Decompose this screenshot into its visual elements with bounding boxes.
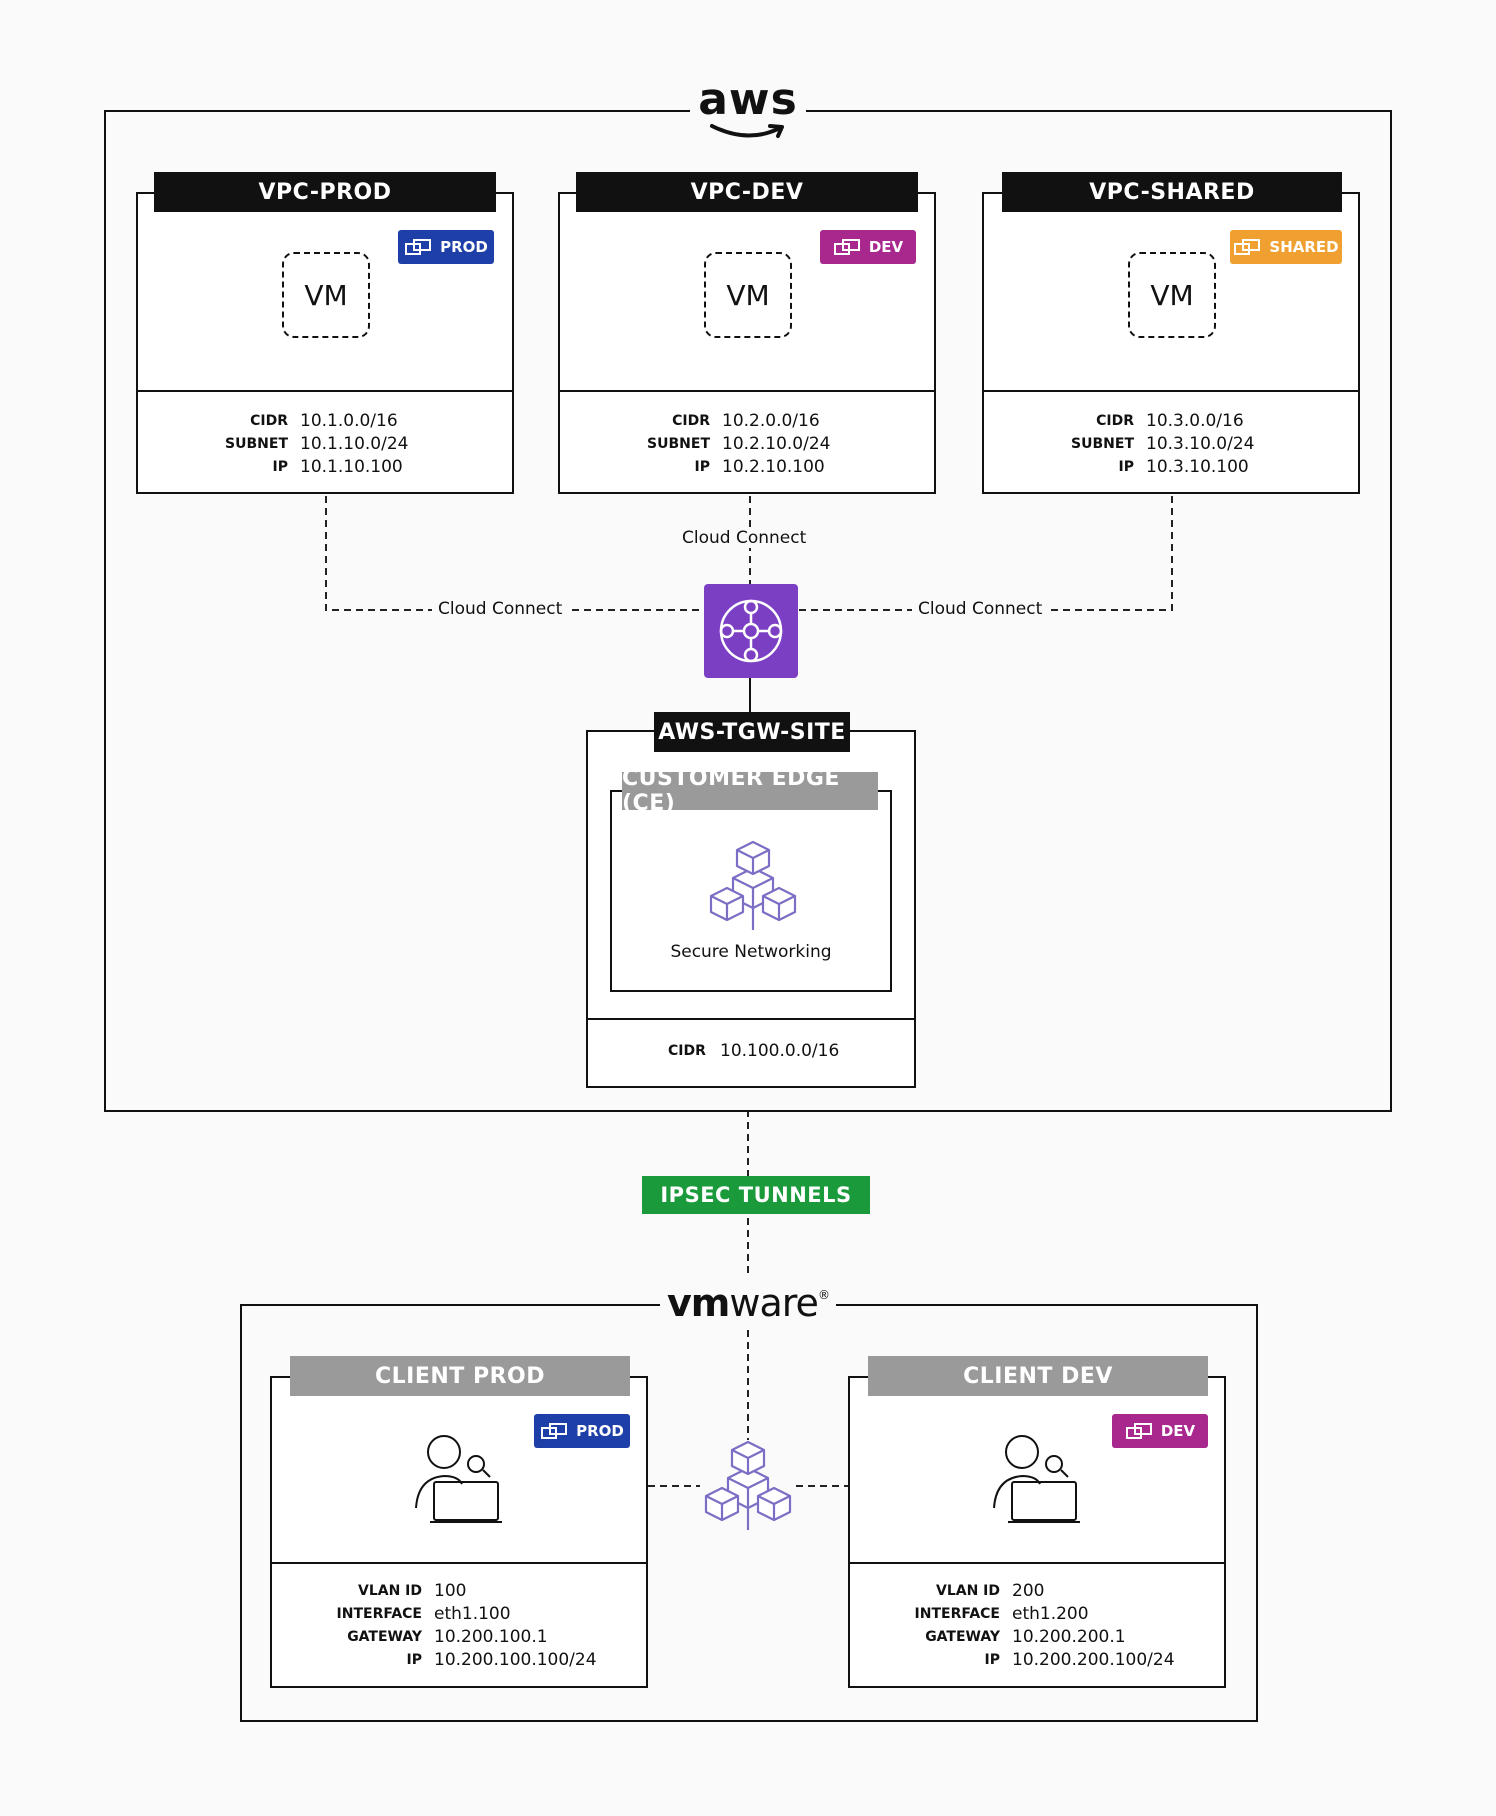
vpc-prod-title: VPC-PROD bbox=[154, 172, 496, 212]
cidr-key: CIDR bbox=[672, 413, 710, 429]
cubes-icon bbox=[704, 1440, 792, 1530]
vpc-dev-info: CIDR 10.2.0.0/16 SUBNET 10.2.10.0/24 IP 10.… bbox=[610, 410, 830, 479]
cidr-value: 10.100.0.0/16 bbox=[720, 1041, 840, 1061]
router-hub-icon bbox=[719, 599, 783, 663]
ip-value: 10.2.10.100 bbox=[722, 457, 825, 477]
tag-label: PROD bbox=[576, 1422, 624, 1440]
ip-key: IP bbox=[694, 459, 710, 475]
aws-logo-text: aws bbox=[698, 74, 798, 125]
client-dev-info: VLAN ID 200 INTERFACE eth1.200 GATEWAY 10.2… bbox=[886, 1580, 1175, 1672]
cidr-key: CIDR bbox=[1096, 413, 1134, 429]
vlan-id-key: VLAN ID bbox=[935, 1583, 1000, 1599]
shared-tag: SHARED bbox=[1230, 230, 1342, 264]
client-prod-info: VLAN ID 100 INTERFACE eth1.100 GATEWAY 10.2… bbox=[308, 1580, 597, 1672]
gateway-value: 10.200.100.1 bbox=[434, 1627, 548, 1647]
user-laptop-svg bbox=[415, 1435, 502, 1523]
secure-networking-caption: Secure Networking bbox=[670, 942, 832, 962]
ip-value: 10.200.100.100/24 bbox=[434, 1650, 597, 1670]
gateway-value: 10.200.200.1 bbox=[1012, 1627, 1126, 1647]
tag-label: DEV bbox=[1160, 1422, 1196, 1440]
vmware-logo-vm: vm bbox=[667, 1281, 730, 1325]
vpc-prod-info: CIDR 10.1.0.0/16 SUBNET 10.1.10.0/24 IP 10.… bbox=[188, 410, 408, 479]
tag-label: PROD bbox=[440, 238, 488, 256]
interface-value: eth1.200 bbox=[1012, 1604, 1089, 1624]
tag-label: SHARED bbox=[1269, 238, 1339, 256]
vmware-logo-ware: ware bbox=[729, 1281, 819, 1325]
user-laptop-icon bbox=[412, 1430, 508, 1530]
cloud-connect-right-label: Cloud Connect bbox=[912, 599, 1049, 619]
vmware-logo-mark: ® bbox=[817, 1288, 830, 1302]
cidr-value: 10.3.0.0/16 bbox=[1146, 411, 1244, 431]
ipsec-tunnels-label: IPSEC TUNNELS bbox=[642, 1176, 870, 1214]
transit-gateway-icon bbox=[704, 584, 798, 678]
gateway-key: GATEWAY bbox=[925, 1629, 1000, 1645]
user-laptop-icon bbox=[990, 1430, 1086, 1530]
vpc-dev-title: VPC-DEV bbox=[576, 172, 918, 212]
network-tag-icon bbox=[405, 239, 432, 255]
customer-edge-box: Secure Networking bbox=[610, 790, 892, 992]
gateway-key: GATEWAY bbox=[347, 1629, 422, 1645]
vm-icon: VM bbox=[282, 252, 370, 338]
vmware-network-icon bbox=[700, 1440, 796, 1540]
vpc-shared-info: CIDR 10.3.0.0/16 SUBNET 10.3.10.0/24 IP 10.… bbox=[1034, 410, 1254, 479]
aws-logo: aws bbox=[690, 78, 806, 148]
prod-tag: PROD bbox=[534, 1414, 630, 1448]
ip-key: IP bbox=[272, 459, 288, 475]
cloud-connect-center-label: Cloud Connect bbox=[676, 528, 813, 548]
aws-tgw-site-title: AWS-TGW-SITE bbox=[654, 712, 850, 752]
network-tag-icon bbox=[1125, 1423, 1152, 1439]
subnet-key: SUBNET bbox=[225, 436, 288, 452]
site-info: CIDR 10.100.0.0/16 bbox=[668, 1040, 839, 1063]
interface-value: eth1.100 bbox=[434, 1604, 511, 1624]
cidr-value: 10.1.0.0/16 bbox=[300, 411, 398, 431]
ip-key: IP bbox=[406, 1652, 422, 1668]
ip-value: 10.200.200.100/24 bbox=[1012, 1650, 1175, 1670]
vm-icon: VM bbox=[1128, 252, 1216, 338]
cloud-connect-left-label: Cloud Connect bbox=[432, 599, 569, 619]
client-dev-title: CLIENT DEV bbox=[868, 1356, 1208, 1396]
ip-key: IP bbox=[984, 1652, 1000, 1668]
ip-value: 10.3.10.100 bbox=[1146, 457, 1249, 477]
interface-key: INTERFACE bbox=[914, 1606, 1000, 1622]
interface-key: INTERFACE bbox=[336, 1606, 422, 1622]
vm-label: VM bbox=[1150, 278, 1194, 312]
vlan-id-key: VLAN ID bbox=[357, 1583, 422, 1599]
network-tag-icon bbox=[1234, 239, 1261, 255]
vpc-shared-title: VPC-SHARED bbox=[1002, 172, 1342, 212]
cidr-value: 10.2.0.0/16 bbox=[722, 411, 820, 431]
user-laptop-svg bbox=[993, 1435, 1080, 1523]
subnet-key: SUBNET bbox=[1071, 436, 1134, 452]
ip-key: IP bbox=[1118, 459, 1134, 475]
cubes-icon bbox=[709, 840, 797, 930]
network-tag-icon bbox=[541, 1423, 568, 1439]
subnet-key: SUBNET bbox=[647, 436, 710, 452]
customer-edge-title: CUSTOMER EDGE (CE) bbox=[622, 766, 878, 816]
dev-tag: DEV bbox=[1112, 1414, 1208, 1448]
prod-tag: PROD bbox=[398, 230, 494, 264]
vm-icon: VM bbox=[704, 252, 792, 338]
subnet-value: 10.2.10.0/24 bbox=[722, 434, 831, 454]
prod-connector bbox=[325, 496, 704, 611]
network-tag-icon bbox=[833, 239, 860, 255]
cidr-key: CIDR bbox=[668, 1043, 706, 1059]
vm-label: VM bbox=[726, 278, 770, 312]
secure-networking-icon bbox=[705, 840, 801, 940]
aws-smile-icon bbox=[710, 124, 784, 138]
vlan-id-value: 200 bbox=[1012, 1581, 1045, 1601]
ip-value: 10.1.10.100 bbox=[300, 457, 403, 477]
subnet-value: 10.3.10.0/24 bbox=[1146, 434, 1255, 454]
vm-label: VM bbox=[304, 278, 348, 312]
client-prod-title: CLIENT PROD bbox=[290, 1356, 630, 1396]
dev-tag: DEV bbox=[820, 230, 916, 264]
cidr-key: CIDR bbox=[250, 413, 288, 429]
vlan-id-value: 100 bbox=[434, 1581, 467, 1601]
tag-label: DEV bbox=[868, 238, 904, 256]
subnet-value: 10.1.10.0/24 bbox=[300, 434, 409, 454]
